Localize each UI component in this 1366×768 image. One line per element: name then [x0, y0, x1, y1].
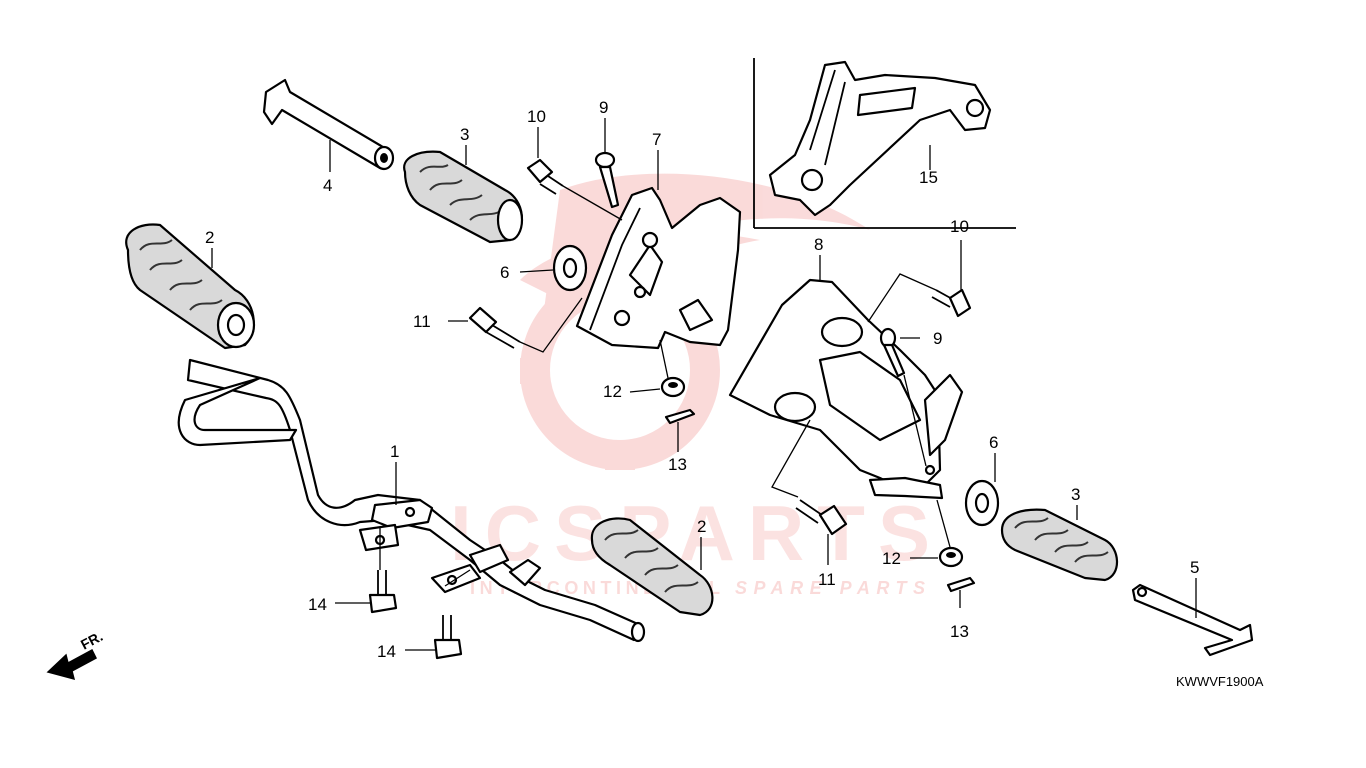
part-7-step-holder [575, 186, 742, 350]
part-12-nut-upper [660, 376, 686, 398]
leader-lines [211, 118, 1197, 651]
inset-frame [753, 58, 1016, 229]
part-11-bolt-upper [468, 306, 521, 349]
part-6-washer-right [964, 479, 1000, 527]
callout-9-right: 9 [933, 329, 942, 348]
callout-13-right: 13 [950, 622, 969, 641]
part-3-step-rubber [403, 150, 524, 244]
callout-1: 1 [390, 442, 399, 461]
watermark-tagline-2: SPARE PARTS [735, 578, 925, 598]
part-3-step-rubber-right [1000, 508, 1119, 582]
part-11-bolt-right [795, 499, 848, 536]
part-2-step-rubber-center [590, 517, 714, 617]
diagram-code: KWWVF1900A [1176, 674, 1264, 689]
callout-13-upper: 13 [668, 455, 687, 474]
front-direction-marker: FR. [46, 628, 105, 681]
callout-10-right: 10 [950, 217, 969, 236]
part-10-bolt-upper [526, 158, 564, 195]
callout-9-upper: 9 [599, 98, 608, 117]
callout-14-a: 14 [308, 595, 327, 614]
callout-15: 15 [919, 168, 938, 187]
callout-11-right: 11 [818, 570, 836, 589]
part-13-cotter-upper [664, 408, 696, 425]
callout-8: 8 [814, 235, 823, 254]
callout-3-upper: 3 [460, 125, 469, 144]
part-9-pin-right [879, 327, 906, 378]
part-4-pin [262, 78, 395, 171]
callout-11-upper: 11 [413, 312, 431, 331]
callout-6-upper: 6 [500, 263, 509, 282]
part-13-cotter-right [946, 576, 976, 593]
callout-14-b: 14 [377, 642, 396, 661]
part-5-pin [1131, 583, 1254, 657]
part-12-nut-right [938, 546, 964, 568]
callout-12-upper: 12 [603, 382, 622, 401]
callout-12-right: 12 [882, 549, 901, 568]
part-10-bolt-right [931, 288, 972, 318]
callout-2-center: 2 [697, 517, 706, 536]
callout-7: 7 [652, 130, 661, 149]
part-9-pin-upper [594, 151, 620, 209]
part-1-step-bar [177, 358, 646, 643]
part-14-bolt-b [433, 615, 463, 660]
callout-5: 5 [1190, 558, 1199, 577]
callout-4: 4 [323, 176, 332, 195]
front-marker-label: FR. [78, 628, 105, 653]
callout-6-right: 6 [989, 433, 998, 452]
part-8-step-holder-right [728, 278, 964, 500]
part-6-washer-upper [552, 244, 588, 292]
callout-2-left: 2 [205, 228, 214, 247]
part-2-step-rubber-left [125, 223, 256, 350]
callout-3-right: 3 [1071, 485, 1080, 504]
part-15-step-holder [768, 60, 992, 217]
part-14-bolt-a [368, 570, 398, 614]
callouts: 4 3 2 10 9 7 6 11 12 13 8 10 9 6 3 2 12 … [205, 98, 1199, 661]
callout-10-upper: 10 [527, 107, 546, 126]
